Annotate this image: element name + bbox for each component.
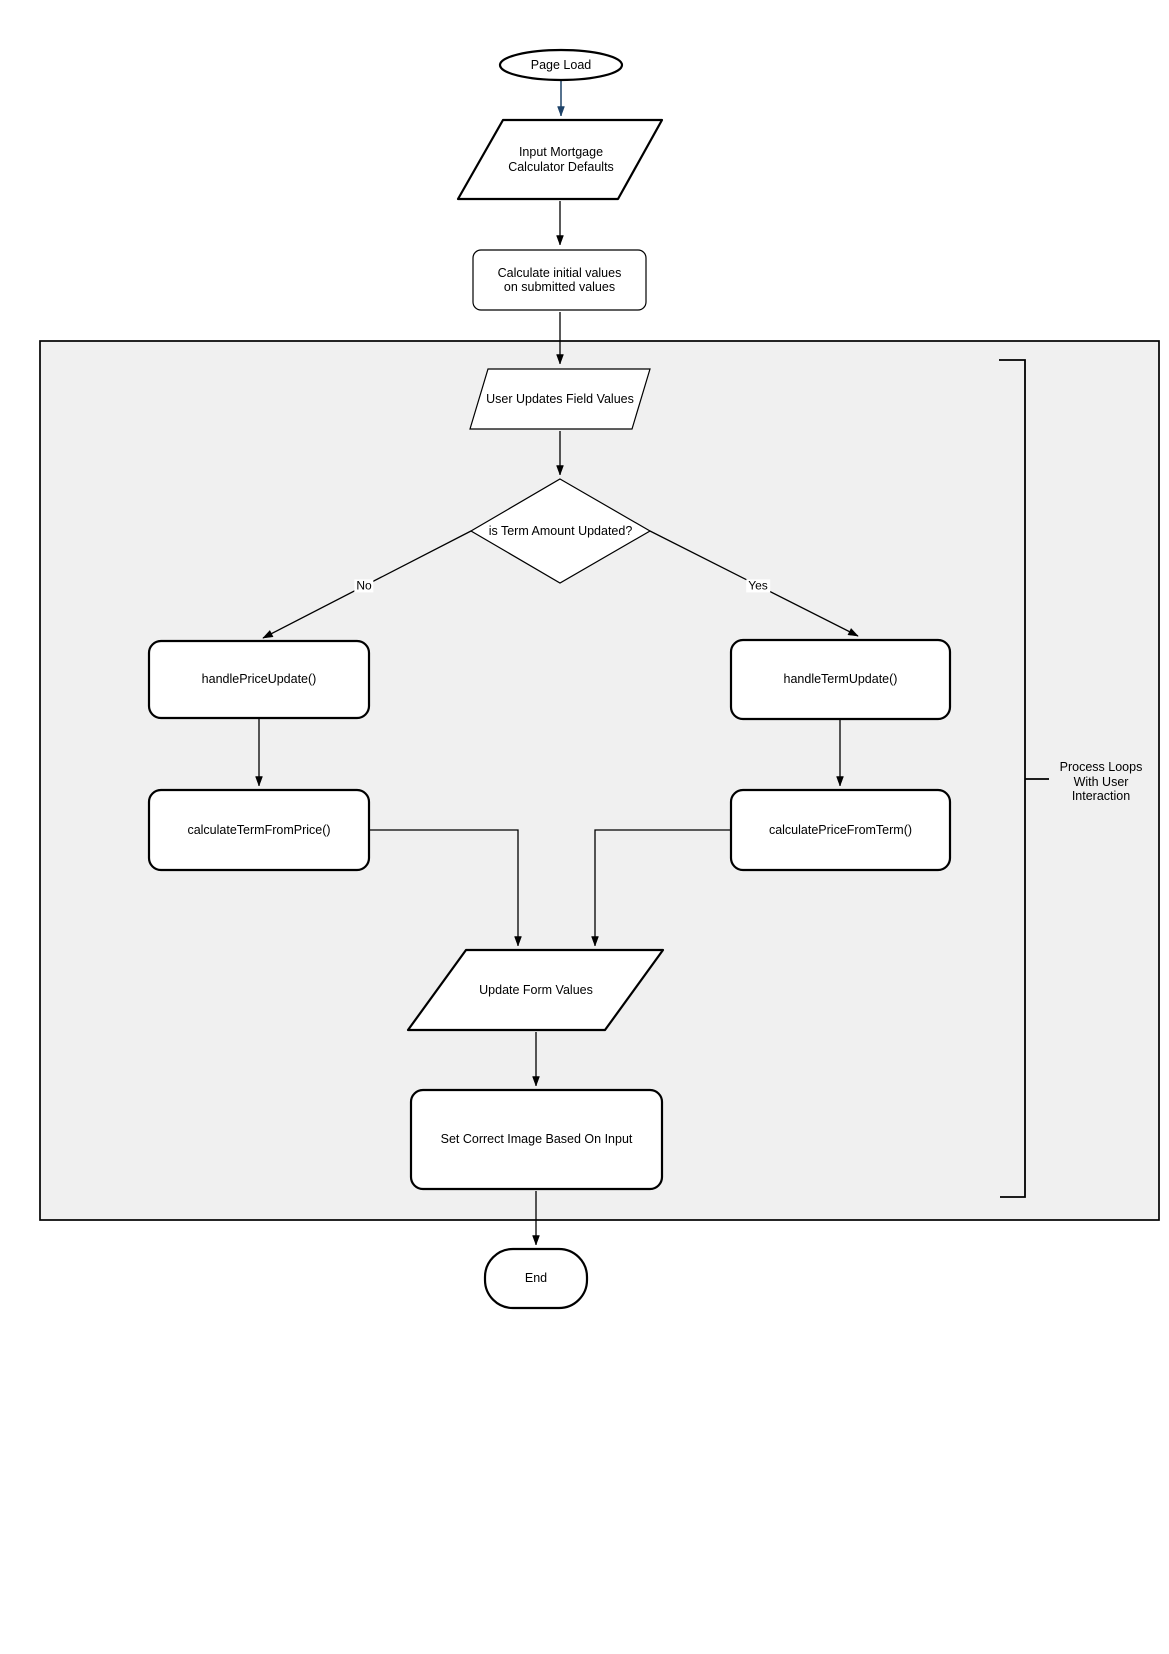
node-handle-term [729,638,952,721]
process-loop-group-box [39,340,1160,1221]
edge-calcprice-to-updateform [591,829,731,947]
node-page-load [498,48,624,82]
node-user-updates [469,368,651,430]
node-calc-initial [472,249,647,311]
node-end [483,1247,589,1310]
node-decision [469,478,652,584]
node-update-form [406,948,665,1032]
node-set-image [409,1088,664,1191]
node-input-defaults [456,118,664,201]
node-handle-price [147,639,371,720]
node-calc-term [147,788,371,872]
edge-calcterm-to-updateform [369,829,522,947]
node-calc-price [729,788,952,872]
